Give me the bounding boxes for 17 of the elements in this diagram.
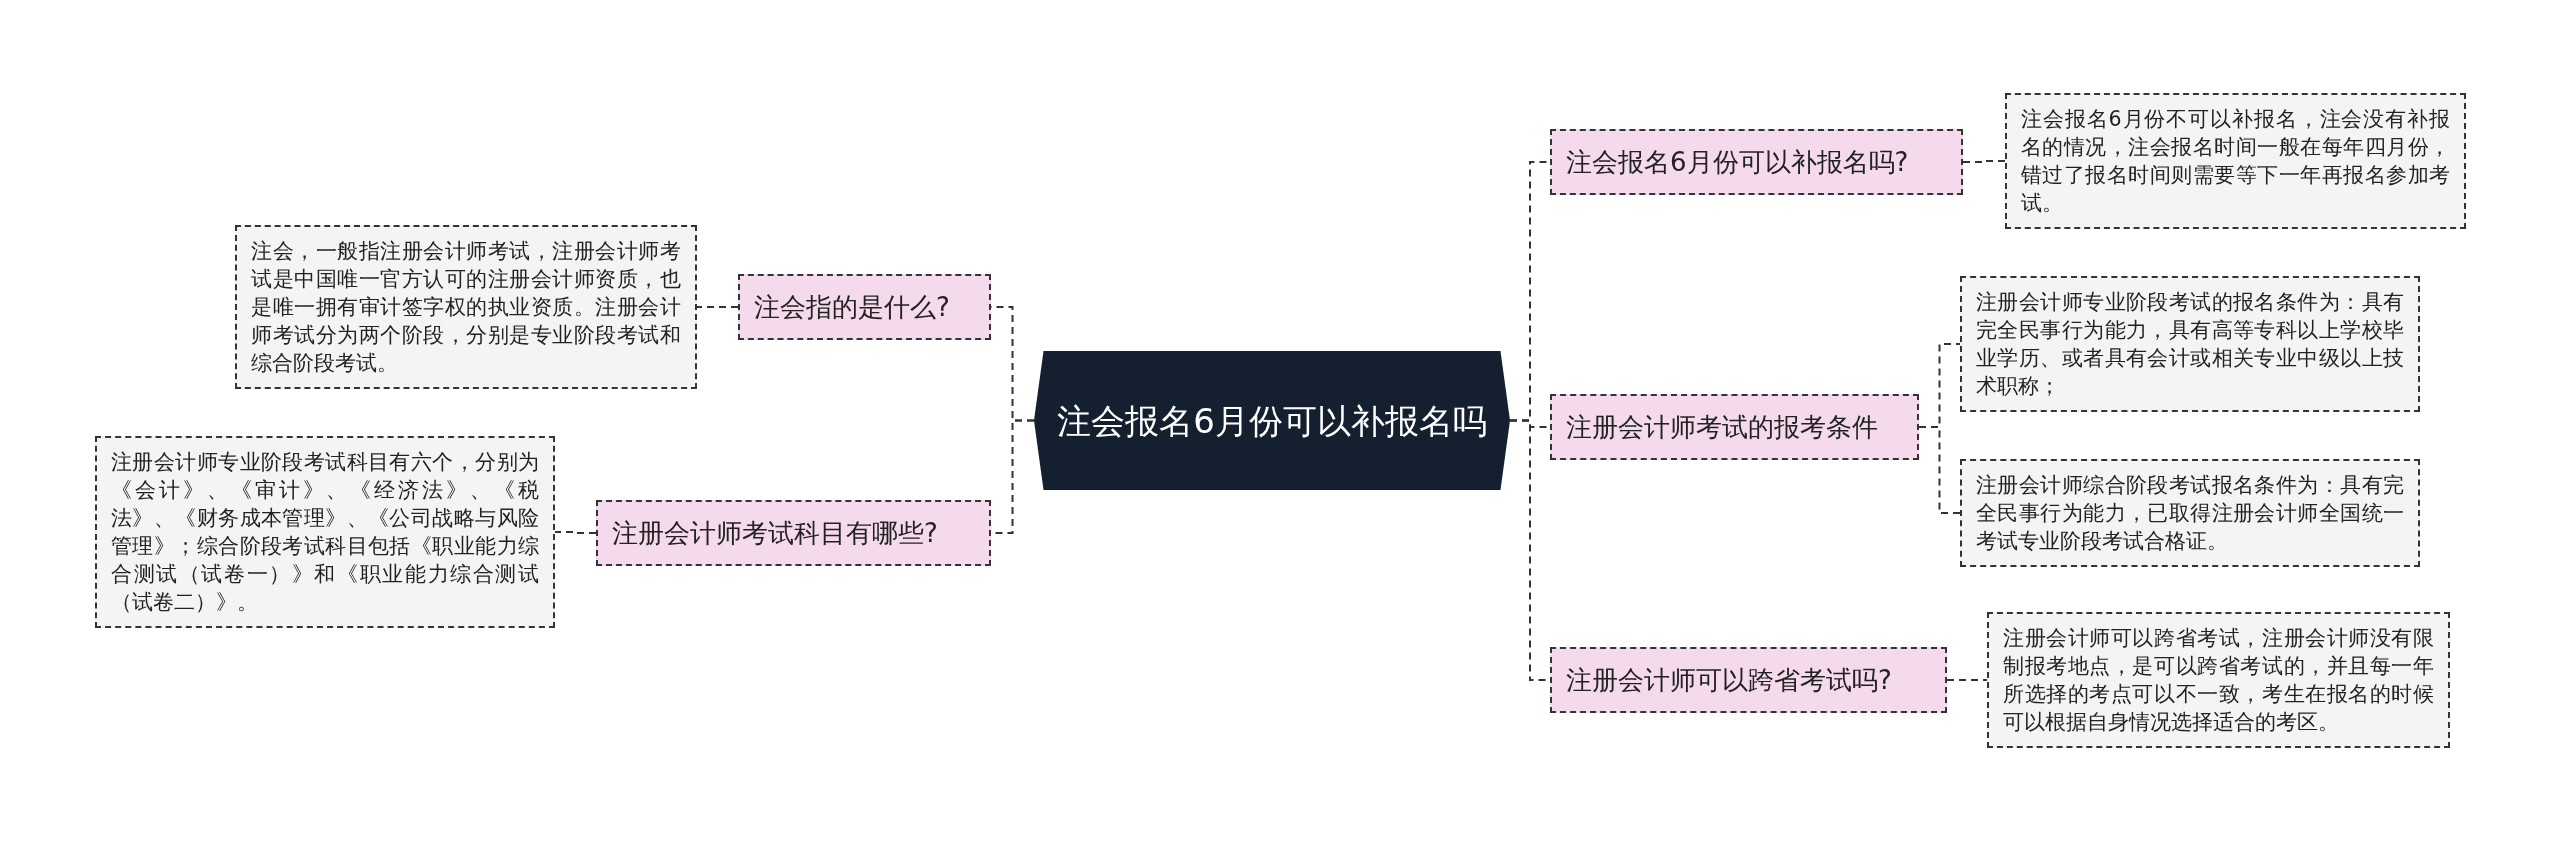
note-box: 注册会计师综合阶段考试报名条件为：具有完全民事行为能力，已取得注册会计师全国统一考试专业阶段考试合格证。 — [1960, 459, 2420, 567]
note-box: 注册会计师专业阶段考试的报名条件为：具有完全民事行为能力，具有高等专科以上学校毕业学历、或者具有会计或相关专业中级以上技术职称； — [1960, 276, 2420, 412]
connector-line — [1962, 160, 2006, 163]
note-box: 注会，一般指注册会计师考试，注册会计师考试是中国唯一官方认可的注册会计师资质，也是唯一拥有审计签字权的执业资质。注册会计师考试分为两个阶段，分别是专业阶段考试和综合阶段考试。 — [235, 225, 697, 389]
connector-line — [554, 531, 597, 534]
note-box: 注会报名6月份不可以补报名，注会没有补报名的情况，注会报名时间一般在每年四月份，错过了报名时间则需要等下一年再报名参加考试。 — [2005, 93, 2466, 229]
topic-box: 注会指的是什么? — [738, 274, 991, 340]
connector-line — [1946, 679, 1988, 681]
topic-box: 注册会计师考试科目有哪些? — [596, 500, 991, 566]
note-box: 注册会计师专业阶段考试科目有六个，分别为《会计》、《审计》、《经济法》、《税法》、《财务成本管理》、《公司战略与风险管理》；综合阶段考试科目包括《职业能力综合测试（试卷一）》和《职业能力综合测试（试卷二）》。 — [95, 436, 555, 628]
topic-box: 注册会计师考试的报考条件 — [1550, 394, 1919, 460]
central-topic-text: 注会报名6月份可以补报名吗 — [1057, 399, 1487, 443]
connector-line — [696, 306, 739, 308]
topic-box: 注册会计师可以跨省考试吗? — [1550, 647, 1947, 713]
connector-line — [1918, 426, 1961, 514]
topic-box: 注会报名6月份可以补报名吗? — [1550, 129, 1963, 195]
note-box: 注册会计师可以跨省考试，注册会计师没有限制报考地点，是可以跨省考试的，并且每一年所选择的考点可以不一致，考生在报名的时候可以根据自身情况选择适合的考区。 — [1987, 612, 2450, 748]
